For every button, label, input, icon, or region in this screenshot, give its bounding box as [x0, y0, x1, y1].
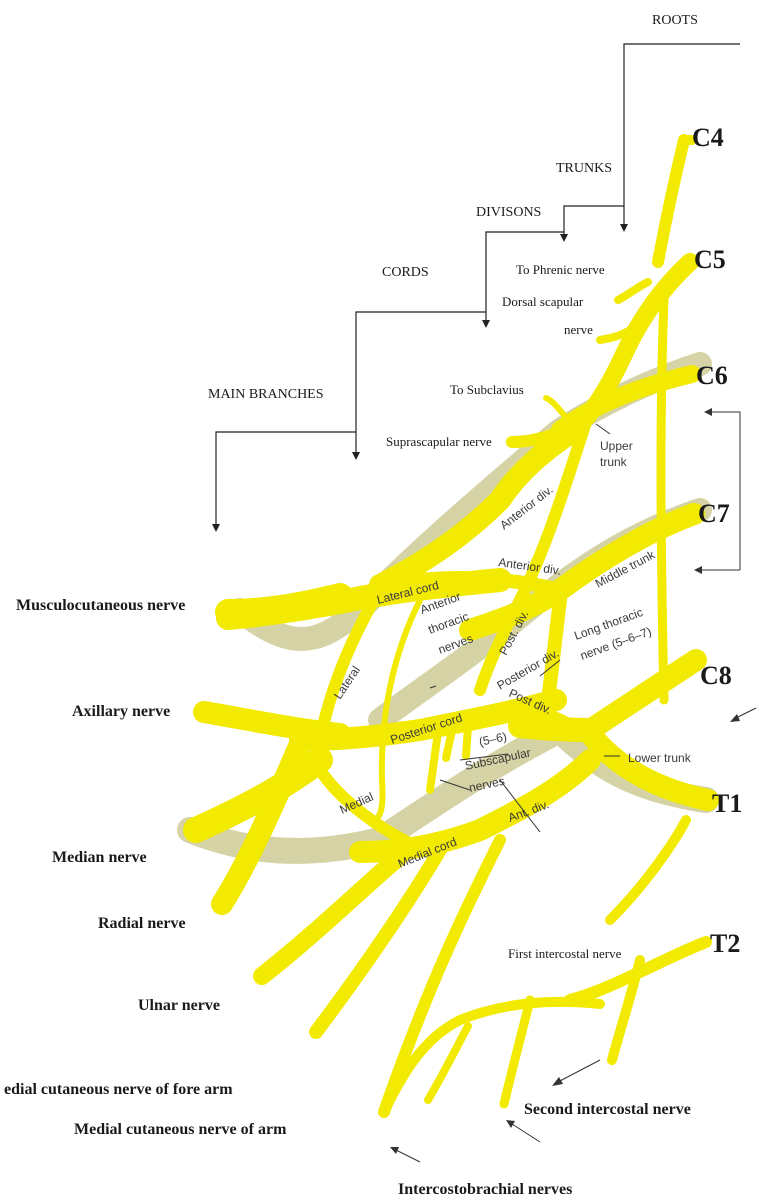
subscapular-stub-3	[466, 726, 468, 756]
label-second-intercostal: Second intercostal nerve	[524, 1101, 691, 1118]
header-divisions: DIVISONS	[476, 205, 541, 220]
label-median: Median nerve	[52, 849, 147, 866]
label-musculocutaneous: Musculocutaneous nerve	[16, 597, 185, 614]
header-trunks: TRUNKS	[556, 161, 612, 176]
ulnar-nerve-path	[262, 856, 400, 976]
root-c8-label: C8	[700, 661, 732, 690]
trunks-step-line	[564, 206, 624, 240]
header-cords: CORDS	[382, 265, 429, 280]
label-dorsal-scapular-1: Dorsal scapular	[502, 294, 584, 309]
label-medial-cutaneous-arm: Medial cutaneous nerve of arm	[74, 1121, 287, 1138]
label-suprascapular: Suprascapular nerve	[386, 434, 492, 449]
label-axillary: Axillary nerve	[72, 703, 170, 720]
root-c7-label: C7	[698, 499, 730, 528]
c4-root	[658, 140, 684, 262]
suprascapular-nerve	[512, 432, 560, 442]
root-c6-label: C6	[696, 361, 728, 390]
first-intercostal-path	[610, 820, 686, 920]
c8-root	[590, 660, 696, 730]
label-to-phrenic: To Phrenic nerve	[516, 262, 605, 277]
divisions-step-line	[486, 232, 564, 326]
header-main-branches: MAIN BRANCHES	[208, 387, 324, 402]
label-intercostobrachial: Intercostobrachial nerves	[398, 1181, 572, 1198]
root-c5-label: C5	[694, 245, 726, 274]
label-dorsal-scapular-2: nerve	[564, 322, 593, 337]
root-t2-label: T2	[710, 929, 740, 958]
label-first-intercostal: First intercostal nerve	[508, 946, 622, 961]
phrenic-branch	[618, 282, 648, 300]
long-thoracic-nerve	[661, 300, 664, 700]
main-branches-step-line	[216, 432, 356, 530]
label-radial: Radial nerve	[98, 915, 186, 932]
label-ulnar: Ulnar nerve	[138, 997, 220, 1014]
t1-root	[592, 736, 708, 800]
label-medial-cutaneous-forearm: edial cutaneous nerve of fore arm	[4, 1081, 233, 1098]
label-upper-trunk-2: trunk	[600, 455, 628, 469]
label-upper-trunk-1: Upper	[600, 439, 633, 453]
musculocutaneous-nerve-path	[228, 596, 340, 612]
root-t1-label: T1	[712, 789, 742, 818]
label-lower-trunk: Lower trunk	[628, 751, 692, 765]
header-roots: ROOTS	[652, 13, 698, 28]
root-c4-label: C4	[692, 123, 724, 152]
label-to-subclavius: To Subclavius	[450, 382, 524, 397]
subscapular-stub-1	[430, 732, 438, 790]
intercostobrachial-branch-1	[504, 1000, 530, 1104]
